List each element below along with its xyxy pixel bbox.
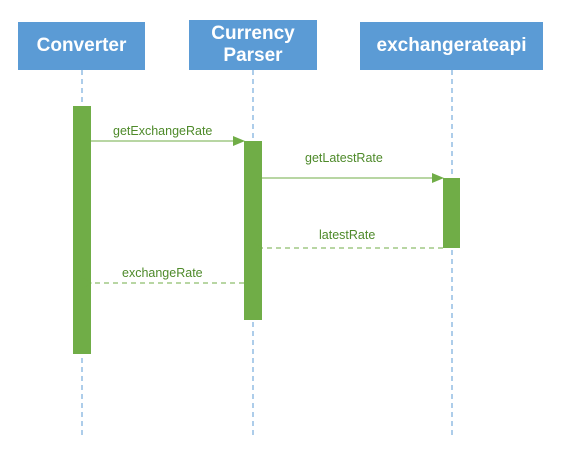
activation-currency-parser (244, 141, 262, 320)
participant-currency-parser-label-line2: Parser (223, 45, 283, 66)
activation-converter (73, 106, 91, 354)
participant-exchangerateapi-label: exchangerateapi (376, 35, 527, 56)
message-exchangeRate-label: exchangeRate (122, 266, 203, 280)
message-getLatestRate-label: getLatestRate (305, 151, 383, 165)
activation-exchangerateapi (443, 178, 460, 248)
participant-currency-parser-label-line1: Currency (211, 23, 295, 44)
participant-exchangerateapi: exchangerateapi (360, 22, 543, 70)
message-getExchangeRate-label: getExchangeRate (113, 124, 212, 138)
participant-converter-label: Converter (36, 35, 127, 56)
message-latestRate-label: latestRate (319, 228, 375, 242)
participant-converter: Converter (18, 22, 145, 70)
participant-currency-parser: Currency Parser (189, 20, 317, 70)
